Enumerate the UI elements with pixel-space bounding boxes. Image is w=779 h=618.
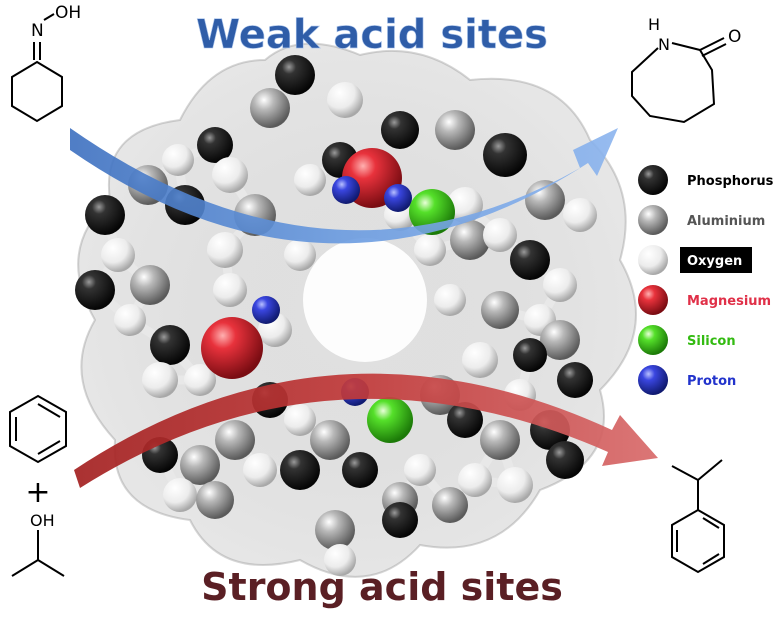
isopropanol-oh-label: OH — [30, 511, 55, 530]
legend-item-phosphorus: Phosphorus — [638, 165, 774, 195]
magnesium-atom — [201, 317, 263, 379]
cyclohexanone-oxime-structure — [11, 13, 63, 123]
oxygen-atom — [114, 304, 146, 336]
oxygen-atom — [434, 284, 466, 316]
oxygen-atom — [284, 239, 316, 271]
weak-acid-title: Weak acid sites — [196, 12, 548, 58]
oxygen-atom — [207, 232, 243, 268]
legend-label: Magnesium — [687, 294, 771, 309]
caprolactam-structure — [631, 37, 727, 124]
oxygen-atom — [404, 454, 436, 486]
phosphorus-atom — [85, 195, 125, 235]
oxygen-atom — [543, 268, 577, 302]
proton-atom — [332, 176, 360, 204]
legend-label-box — [680, 247, 752, 273]
legend-swatch-aluminium — [638, 205, 668, 235]
phosphorus-atom — [382, 502, 418, 538]
plus-sign: + — [25, 475, 50, 510]
phosphorus-atom — [150, 325, 190, 365]
oxygen-atom — [142, 362, 178, 398]
aluminium-atom — [435, 110, 475, 150]
aluminium-atom — [540, 320, 580, 360]
oxygen-atom — [497, 467, 533, 503]
aluminium-atom — [315, 510, 355, 550]
legend-label: Aluminium — [687, 214, 765, 229]
oxygen-atom — [184, 364, 216, 396]
oxygen-atom — [101, 238, 135, 272]
phosphorus-atom — [381, 111, 419, 149]
oxygen-atom — [414, 234, 446, 266]
oxygen-atom — [327, 82, 363, 118]
caprolactam-n-label: N — [658, 35, 670, 54]
oxygen-atom — [458, 463, 492, 497]
phosphorus-atom — [197, 127, 233, 163]
legend-item-magnesium: Magnesium — [638, 285, 771, 315]
aluminium-atom — [180, 445, 220, 485]
oxime-oh-label: OH — [55, 3, 81, 23]
aluminium-atom — [481, 291, 519, 329]
phosphorus-atom — [483, 133, 527, 177]
isopropanol-structure — [11, 530, 65, 577]
legend-swatch-magnesium — [638, 285, 668, 315]
legend-swatch-phosphorus — [638, 165, 668, 195]
oxygen-atom — [294, 164, 326, 196]
oxygen-atom — [163, 478, 197, 512]
legend-swatch-silicon — [638, 325, 668, 355]
proton-atom — [252, 296, 280, 324]
phosphorus-atom — [546, 441, 584, 479]
oxygen-atom — [162, 144, 194, 176]
aluminium-atom — [215, 420, 255, 460]
weak-acid-arrow — [70, 128, 618, 244]
caprolactam-h-label: H — [648, 15, 660, 34]
legend-label: Silicon — [687, 334, 736, 349]
aluminium-atom — [432, 487, 468, 523]
strong-acid-title: Strong acid sites — [201, 565, 563, 609]
silicon-atom — [367, 397, 413, 443]
oxygen-atom — [563, 198, 597, 232]
oxygen-atom — [284, 404, 316, 436]
oxygen-atom — [243, 453, 277, 487]
proton-atom — [384, 184, 412, 212]
aluminium-atom — [310, 420, 350, 460]
legend-swatch-proton — [638, 365, 668, 395]
oxime-n-label: N — [31, 21, 44, 41]
oxygen-atom — [462, 342, 498, 378]
legend-label: Proton — [687, 374, 736, 389]
phosphorus-atom — [342, 452, 378, 488]
strong-acid-arrow — [74, 373, 658, 488]
aluminium-atom — [196, 481, 234, 519]
aluminium-atom — [450, 220, 490, 260]
phosphorus-atom — [447, 402, 483, 438]
oxygen-atom — [324, 544, 356, 576]
aluminium-atom — [250, 88, 290, 128]
legend: PhosphorusAluminiumOxygenMagnesiumSilico… — [638, 165, 774, 395]
legend-item-silicon: Silicon — [638, 325, 736, 355]
legend-item-oxygen: Oxygen — [638, 245, 752, 275]
phosphorus-atom — [513, 338, 547, 372]
phosphorus-atom — [557, 362, 593, 398]
phosphorus-atom — [510, 240, 550, 280]
legend-swatch-oxygen — [638, 245, 668, 275]
phosphorus-atom — [275, 55, 315, 95]
aluminium-atom — [130, 265, 170, 305]
benzene-structure — [9, 394, 67, 464]
aluminium-atom — [480, 420, 520, 460]
cumene-structure — [671, 459, 725, 574]
legend-item-aluminium: Aluminium — [638, 205, 765, 235]
phosphorus-atom — [75, 270, 115, 310]
oxygen-atom — [213, 273, 247, 307]
legend-item-proton: Proton — [638, 365, 736, 395]
aluminium-atom — [525, 180, 565, 220]
legend-label: Oxygen — [687, 254, 742, 269]
phosphorus-atom — [280, 450, 320, 490]
caprolactam-o-label: O — [728, 27, 741, 47]
oxygen-atom — [212, 157, 248, 193]
oxygen-atom — [483, 218, 517, 252]
legend-label: Phosphorus — [687, 174, 774, 189]
